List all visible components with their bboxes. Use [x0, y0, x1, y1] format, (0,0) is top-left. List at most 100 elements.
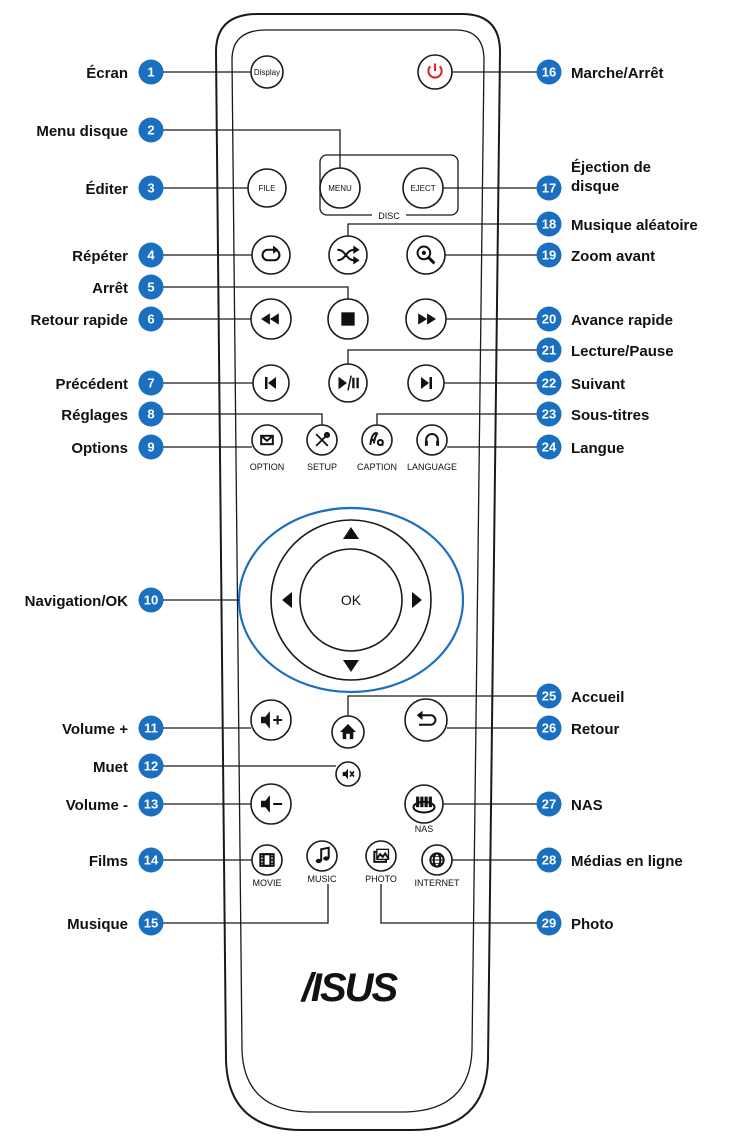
- photo-button[interactable]: PHOTO: [365, 840, 397, 884]
- mute-icon: [342, 768, 355, 780]
- callout-badge: [536, 242, 562, 268]
- volume-up-icon: [261, 711, 283, 729]
- ffwd-button[interactable]: [405, 298, 447, 340]
- nas-icon: [412, 796, 436, 814]
- eject-button[interactable]: EJECT: [402, 167, 444, 209]
- caption-button[interactable]: CAPTION: [357, 424, 397, 472]
- callout-badge: [536, 175, 562, 201]
- callout-number: 24: [542, 440, 557, 455]
- stop-icon: [341, 312, 355, 326]
- callout-number: 21: [542, 343, 556, 358]
- setup-button[interactable]: SETUP: [306, 424, 338, 472]
- mute-button[interactable]: [335, 761, 361, 787]
- callout-label: Marche/Arrêt: [571, 65, 664, 82]
- callout-number: 12: [144, 759, 158, 774]
- callout-badge: [536, 337, 562, 363]
- callout-label: Accueil: [571, 689, 624, 706]
- movie-button[interactable]: MOVIE: [251, 844, 283, 888]
- shuffle-button[interactable]: [328, 235, 368, 275]
- callout-badge: [536, 401, 562, 427]
- leader-line-2: [163, 129, 341, 168]
- movie-caption: MOVIE: [252, 878, 281, 888]
- callout-number: 23: [542, 407, 556, 422]
- voldown-button[interactable]: [250, 783, 292, 825]
- play-button[interactable]: [328, 363, 368, 403]
- caption-icon: [369, 432, 384, 446]
- home-button[interactable]: [331, 715, 365, 749]
- callout-number: 18: [542, 217, 556, 232]
- file-button[interactable]: FILE: [247, 168, 287, 208]
- callout-badge: [138, 791, 164, 817]
- callout-number: 14: [144, 853, 159, 868]
- callout-badge: [536, 715, 562, 741]
- callout-number: 6: [147, 312, 154, 327]
- photo-icon: [373, 848, 390, 863]
- internet-caption: INTERNET: [415, 878, 461, 888]
- headset-icon: [424, 433, 440, 446]
- nav-up-arrow-icon[interactable]: [343, 527, 359, 539]
- ok-button-label[interactable]: OK: [341, 592, 362, 608]
- callout-number: 26: [542, 721, 556, 736]
- stop-button[interactable]: [327, 298, 369, 340]
- nas-button[interactable]: NAS: [404, 784, 444, 834]
- callout-badge: [138, 274, 164, 300]
- callout-label: Lecture/Pause: [571, 343, 674, 360]
- callout-badge: [138, 753, 164, 779]
- menu-button[interactable]: MENU: [319, 167, 361, 209]
- callout-badge: [138, 587, 164, 613]
- repeat-icon: [261, 245, 281, 262]
- zoom-button[interactable]: [406, 235, 446, 275]
- leader-line-23: [376, 413, 537, 425]
- callout-label: Langue: [571, 440, 624, 457]
- callout-number: 15: [144, 916, 158, 931]
- music-note-icon: [315, 846, 330, 864]
- nav-right-arrow-icon[interactable]: [412, 592, 422, 608]
- power-icon: [427, 63, 443, 79]
- prev-button[interactable]: [252, 364, 290, 402]
- callout-6: 6 Retour rapide: [30, 306, 164, 332]
- leader-line-21: [347, 349, 537, 364]
- music-button[interactable]: MUSIC: [306, 840, 338, 884]
- option-button[interactable]: OPTION: [250, 424, 285, 472]
- repeat-button[interactable]: [251, 235, 291, 275]
- nav-down-arrow-icon[interactable]: [343, 660, 359, 672]
- callout-number: 3: [147, 181, 154, 196]
- eject-button-label: EJECT: [410, 184, 435, 193]
- photo-caption: PHOTO: [365, 874, 397, 884]
- volup-button[interactable]: [250, 699, 292, 741]
- internet-button[interactable]: INTERNET: [415, 844, 461, 888]
- rewind-button[interactable]: [250, 298, 292, 340]
- setup-caption: SETUP: [307, 462, 337, 472]
- nav-pad[interactable]: OK: [282, 527, 422, 672]
- callout-badge: [536, 434, 562, 460]
- next-button[interactable]: [407, 364, 445, 402]
- callout-label: Répéter: [72, 248, 128, 265]
- callout-24: 24 Langue: [536, 434, 624, 460]
- display-button-label: Display: [254, 68, 280, 77]
- leader-line-8: [163, 413, 323, 425]
- envelope-icon: [260, 434, 274, 446]
- nav-left-arrow-icon[interactable]: [282, 592, 292, 608]
- power-button[interactable]: [417, 54, 453, 90]
- display-button[interactable]: Display: [250, 55, 284, 89]
- callout-number: 10: [144, 593, 158, 608]
- callout-number: 19: [542, 248, 556, 263]
- callout-label: Photo: [571, 916, 614, 933]
- callout-number: 29: [542, 916, 556, 931]
- callout-number: 11: [144, 721, 158, 736]
- callout-label: Retour rapide: [30, 312, 128, 329]
- option-caption: OPTION: [250, 462, 285, 472]
- back-button[interactable]: [404, 698, 448, 742]
- language-button[interactable]: LANGUAGE: [407, 424, 457, 472]
- music-caption: MUSIC: [308, 874, 338, 884]
- leader-line-5: [163, 286, 349, 299]
